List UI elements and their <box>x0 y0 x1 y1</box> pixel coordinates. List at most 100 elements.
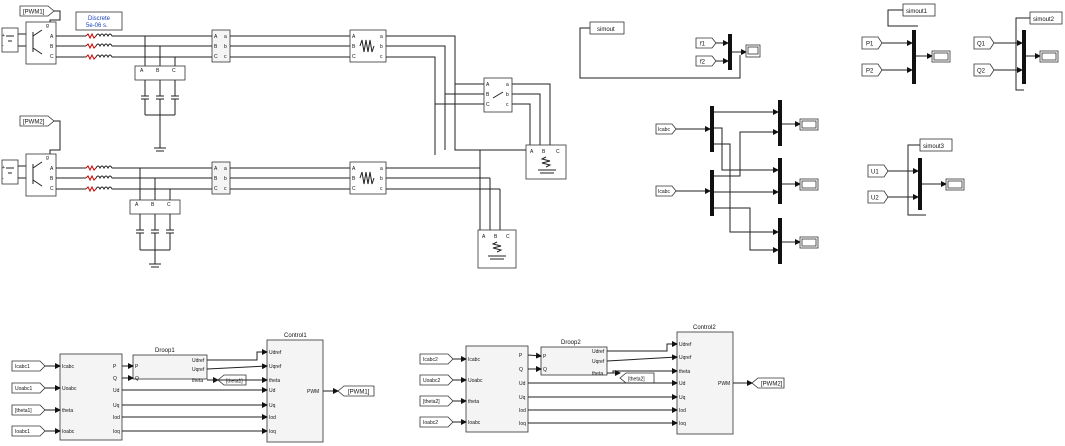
from-q1-tag[interactable]: Q1 <box>973 36 995 50</box>
goto-pwm2-tag[interactable]: [PWM2] <box>751 377 785 389</box>
rl-load-1[interactable]: A B C <box>525 144 567 180</box>
from-tag-1-row1[interactable]: Icabc1 <box>11 360 46 372</box>
simout1-block[interactable]: simout1 <box>902 3 936 17</box>
from-pwm1-tag[interactable]: [PWM1] <box>19 5 61 22</box>
measure-out-port: Q <box>519 367 523 373</box>
dc-source-1[interactable]: + - <box>1 27 19 53</box>
powergui-block[interactable]: Discrete 5e-06 s. <box>75 11 123 31</box>
droop-in-port: Q <box>543 367 547 373</box>
svg-text:U1: U1 <box>871 170 879 176</box>
from-u1-tag[interactable]: U1 <box>867 164 889 178</box>
dc1-plus-label: + <box>2 33 5 39</box>
simout3-block[interactable]: simout3 <box>919 138 953 152</box>
measure-in-port: Ioabc <box>62 429 75 435</box>
bridge1-c-port: C <box>50 54 54 60</box>
measure-out-port: P <box>113 364 117 370</box>
capacitor-bank-1[interactable]: A B C <box>134 36 186 152</box>
svg-text:C: C <box>506 234 510 240</box>
svg-text:A: A <box>214 166 218 172</box>
igbt-bridge-2[interactable]: g A B C <box>25 153 57 197</box>
from-tag-label: Icabc2 <box>423 357 438 363</box>
control-in-port: Udref <box>269 350 282 356</box>
control-in-port: theta <box>679 369 690 375</box>
rl-load-2[interactable]: A B C <box>477 229 517 269</box>
from-tag-label: [theta1] <box>15 408 32 414</box>
from-tag-3-row2[interactable]: [theta2] <box>419 395 454 407</box>
rl-filter-1[interactable] <box>56 32 212 61</box>
svg-text:a: a <box>380 166 383 172</box>
capacitor-bank-2[interactable]: A B C <box>129 168 181 268</box>
from-f1-tag[interactable]: f1 <box>695 37 717 49</box>
goto-pwm1-tag[interactable]: [PWM1] <box>337 385 375 397</box>
svg-text:B: B <box>151 202 155 208</box>
svg-text:A: A <box>135 202 139 208</box>
from-f2-tag[interactable]: f2 <box>695 55 717 67</box>
from-tag-4-row2[interactable]: Ioabc2 <box>419 416 454 428</box>
svg-text:P1: P1 <box>866 42 874 48</box>
measure-in-port: Ioabc <box>468 420 481 426</box>
control-in-port: Udref <box>679 342 692 348</box>
measure-out-port: Ud <box>113 388 120 394</box>
svg-text:A: A <box>214 34 218 40</box>
mux-q <box>1022 30 1026 84</box>
from-tag-3-row1[interactable]: [theta1] <box>11 404 46 416</box>
rl-filter-2[interactable] <box>56 164 212 193</box>
from-tag-1-row2[interactable]: Icabc2 <box>419 353 454 365</box>
droop-out-port: Udref <box>192 358 205 364</box>
from-tag-2-row1[interactable]: Uoabc1 <box>11 382 46 394</box>
powergui-mode: Discrete <box>88 16 111 22</box>
simout-block[interactable]: simout <box>589 21 625 35</box>
control1-pwm-port: PWM <box>307 389 319 395</box>
svg-text:B: B <box>214 176 218 182</box>
svg-text:g: g <box>46 155 49 161</box>
simout-label: simout <box>597 27 615 33</box>
simout1-label: simout1 <box>906 9 928 15</box>
vi-measurement-1[interactable]: A B C a b c <box>211 29 231 63</box>
from-q2-tag[interactable]: Q2 <box>973 63 995 77</box>
goto-theta2-tag[interactable]: [theta2] <box>619 372 655 384</box>
svg-text:A: A <box>352 34 356 40</box>
control-in-port: Ud <box>269 388 276 394</box>
line-impedance-1[interactable]: A B C a b c <box>349 29 387 63</box>
inverter-1-group: + - g A B C [PWM1] Discrete 5e-06 s. <box>1 5 536 155</box>
from-tag-4-row1[interactable]: Ioabc1 <box>11 425 46 437</box>
measure-out-port: Uq <box>113 403 120 409</box>
igbt-bridge-1[interactable]: g A B C <box>25 21 57 65</box>
control-in-port: Ud <box>679 381 686 387</box>
mux-ia <box>778 100 782 146</box>
line-impedance-2[interactable]: A B C a b c <box>349 161 387 195</box>
from-pwm2-tag[interactable]: [PWM2] <box>19 115 61 154</box>
droop-in-port: P <box>543 354 547 360</box>
vi-measurement-2[interactable]: A B C a b c <box>211 161 231 195</box>
measure-in-port: Uoabc <box>468 378 483 384</box>
from-p2-tag[interactable]: P2 <box>861 63 883 77</box>
droop-in-port: P <box>135 364 139 370</box>
from-tag-2-row2[interactable]: Uoabc2 <box>419 374 454 386</box>
svg-text:c: c <box>506 102 509 108</box>
from-icabc-tag-b[interactable]: Icabc <box>655 185 677 197</box>
svg-text:f2: f2 <box>700 60 706 66</box>
svg-text:C: C <box>352 186 356 192</box>
simout2-block[interactable]: simout2 <box>1029 11 1063 25</box>
from-tag-label: Uoabc1 <box>15 386 32 392</box>
control1-title: Control1 <box>284 333 307 339</box>
svg-text:a: a <box>506 82 509 88</box>
from-p1-tag[interactable]: P1 <box>861 36 883 50</box>
mux-f <box>728 34 732 70</box>
from-u2-tag[interactable]: U2 <box>867 190 889 204</box>
svg-text:A: A <box>50 166 54 172</box>
from-tag-label: Ioabc1 <box>15 429 30 435</box>
dc-source-2[interactable]: + - <box>1 159 19 185</box>
svg-text:+: + <box>2 165 5 171</box>
droop-in-port: Q <box>135 376 139 382</box>
three-phase-breaker[interactable]: A B C a b c <box>483 77 513 113</box>
control-in-port: Uq <box>269 403 276 409</box>
svg-text:a: a <box>224 34 227 40</box>
from-icabc-tag-a[interactable]: Icabc <box>655 123 677 135</box>
